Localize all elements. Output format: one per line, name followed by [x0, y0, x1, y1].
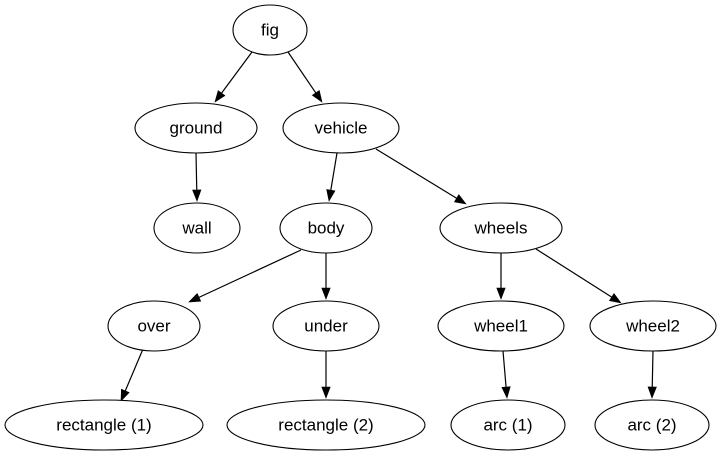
edge-line	[535, 248, 613, 298]
node-label: arc (2)	[627, 415, 676, 434]
edge-ground-to-wall	[192, 152, 202, 202]
edge-wheels-to-wheel1	[496, 253, 506, 300]
edge-line	[198, 249, 302, 298]
node-ellipse	[589, 300, 717, 352]
node-ellipse	[134, 102, 258, 154]
edge-line	[651, 350, 654, 388]
graph-node-arc1[interactable]: arc (1)	[450, 399, 566, 451]
arrowhead-icon	[326, 189, 336, 202]
graph-node-arc2[interactable]: arc (2)	[594, 399, 710, 451]
arrowhead-icon	[496, 287, 506, 300]
arrowhead-icon	[120, 388, 130, 402]
node-label: arc (1)	[483, 415, 532, 434]
edge-body-to-over	[188, 249, 302, 303]
graph-node-rectangle2[interactable]: rectangle (2)	[226, 399, 426, 451]
edge-fig-to-ground	[214, 51, 253, 103]
edge-line	[287, 51, 317, 94]
node-label: under	[304, 316, 348, 335]
edge-under-to-rectangle2	[321, 351, 331, 399]
arrowhead-icon	[453, 194, 467, 205]
node-label: rectangle (2)	[278, 415, 373, 434]
edges-layer	[120, 51, 657, 402]
node-ellipse	[232, 4, 308, 56]
node-ellipse	[272, 300, 380, 352]
node-label: body	[308, 218, 345, 237]
edge-line	[375, 148, 457, 199]
arrowhead-icon	[321, 386, 331, 399]
node-label: wall	[181, 218, 211, 237]
arrowhead-icon	[214, 90, 226, 103]
arrowhead-icon	[608, 293, 622, 304]
arrowhead-icon	[501, 386, 511, 399]
arrowhead-icon	[311, 90, 323, 103]
edge-vehicle-to-body	[326, 152, 338, 202]
edge-line	[124, 348, 144, 392]
arrowhead-icon	[192, 189, 202, 202]
graph-node-over[interactable]: over	[107, 300, 201, 352]
node-ellipse	[450, 399, 566, 451]
node-ellipse	[153, 202, 241, 254]
graph-node-body[interactable]: body	[279, 202, 373, 254]
node-label: wheels	[474, 218, 528, 237]
edge-over-to-rectangle1	[120, 348, 144, 402]
graph-node-ground[interactable]: ground	[134, 102, 258, 154]
node-label: wheel2	[625, 316, 680, 335]
edge-line	[195, 152, 198, 191]
edge-line	[502, 350, 507, 388]
graph-node-wall[interactable]: wall	[153, 202, 241, 254]
edge-body-to-under	[321, 253, 331, 300]
graph-node-wheel1[interactable]: wheel1	[437, 300, 565, 352]
graph-node-wheels[interactable]: wheels	[439, 202, 563, 254]
node-ellipse	[282, 102, 400, 154]
node-ellipse	[594, 399, 710, 451]
node-label: rectangle (1)	[56, 415, 151, 434]
edge-wheel2-to-arc2	[647, 350, 657, 399]
graph-node-fig[interactable]: fig	[232, 4, 308, 56]
edge-line	[221, 51, 253, 94]
edge-wheels-to-wheel2	[535, 248, 622, 304]
node-label: vehicle	[315, 118, 368, 137]
graph-node-under[interactable]: under	[272, 300, 380, 352]
node-label: over	[137, 316, 170, 335]
edge-fig-to-vehicle	[287, 51, 323, 103]
graph-node-wheel2[interactable]: wheel2	[589, 300, 717, 352]
graph-node-vehicle[interactable]: vehicle	[282, 102, 400, 154]
edge-line	[330, 152, 338, 191]
nodes-layer: fig ground vehicle wall body wheels over under w…	[4, 4, 717, 451]
graph-node-rectangle1[interactable]: rectangle (1)	[4, 399, 204, 451]
arrowhead-icon	[321, 287, 331, 300]
node-label: ground	[170, 118, 223, 137]
edge-vehicle-to-wheels	[375, 148, 467, 205]
node-ellipse	[437, 300, 565, 352]
node-ellipse	[4, 399, 204, 451]
node-ellipse	[279, 202, 373, 254]
arrowhead-icon	[647, 386, 657, 399]
node-ellipse	[107, 300, 201, 352]
arrowhead-icon	[188, 293, 202, 303]
node-ellipse	[439, 202, 563, 254]
node-ellipse	[226, 399, 426, 451]
edge-wheel1-to-arc1	[501, 350, 511, 399]
node-label: fig	[261, 20, 279, 39]
node-label: wheel1	[473, 316, 528, 335]
